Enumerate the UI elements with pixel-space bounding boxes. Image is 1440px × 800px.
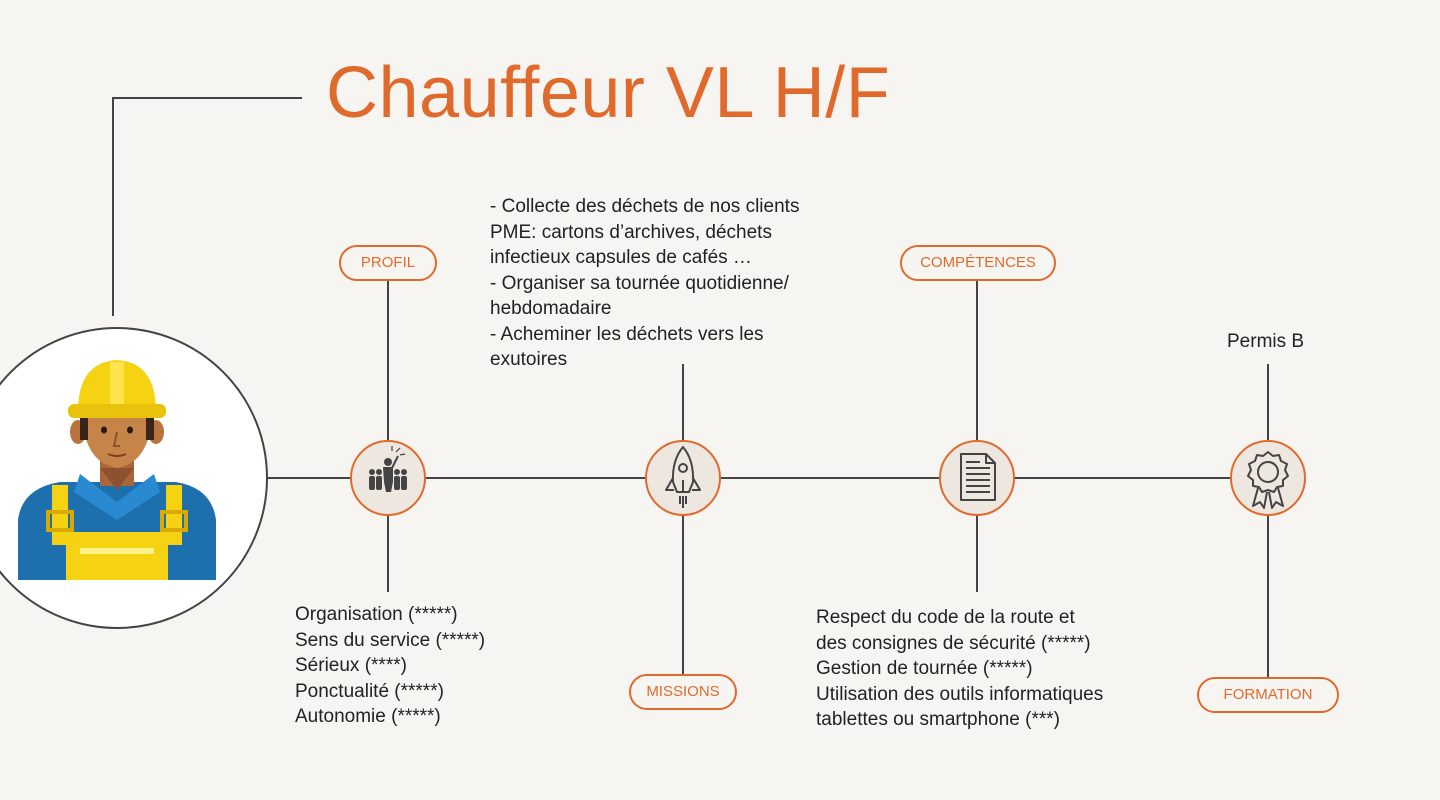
competences-line: Gestion de tournée (*****) <box>816 658 1033 679</box>
missions-label: MISSIONS <box>629 674 737 710</box>
formation-node <box>1230 440 1306 516</box>
profil-description: Organisation (*****) Sens du service (**… <box>295 602 485 730</box>
competences-line: des consignes de sécurité (*****) <box>816 632 1091 654</box>
competences-line: tablettes ou smartphone (***) <box>816 709 1060 730</box>
missions-line: - Organiser sa tournée quotidienne/ <box>490 272 789 294</box>
missions-node <box>645 440 721 516</box>
missions-line: - Collecte des déchets de nos clients <box>490 196 800 217</box>
formation-description: Permis B <box>1227 329 1304 355</box>
construction-worker-icon <box>18 360 216 580</box>
profil-label: PROFIL <box>339 245 437 281</box>
document-icon <box>960 453 996 501</box>
profil-line: Organisation (*****) <box>295 604 458 625</box>
formation-line: Permis B <box>1227 331 1305 352</box>
missions-line: hebdomadaire <box>490 298 612 319</box>
profil-line: Sens du service (*****) <box>295 629 486 651</box>
competences-label: COMPÉTENCES <box>900 245 1056 281</box>
profil-line: Autonomie (*****) <box>295 706 441 727</box>
team-leader-icon <box>369 446 407 492</box>
competences-line: Respect du code de la route et <box>816 607 1075 628</box>
missions-line: infectieux capsules de cafés … <box>490 247 752 268</box>
competences-node <box>939 440 1015 516</box>
certificate-badge-icon <box>1247 451 1289 509</box>
missions-description: - Collecte des déchets de nos clients PM… <box>490 194 799 373</box>
page-title: Chauffeur VL H/F <box>326 53 891 133</box>
missions-line: exutoires <box>490 349 568 370</box>
competences-description: Respect du code de la route et des consi… <box>816 605 1103 733</box>
missions-line: - Acheminer les déchets vers les <box>490 323 764 345</box>
formation-label: FORMATION <box>1197 677 1339 713</box>
rocket-icon <box>665 446 701 508</box>
profil-line: Ponctualité (*****) <box>295 680 444 702</box>
competences-line: Utilisation des outils informatiques <box>816 683 1104 705</box>
missions-line: PME: cartons d’archives, déchets <box>490 221 772 243</box>
profil-line: Sérieux (****) <box>295 655 407 676</box>
